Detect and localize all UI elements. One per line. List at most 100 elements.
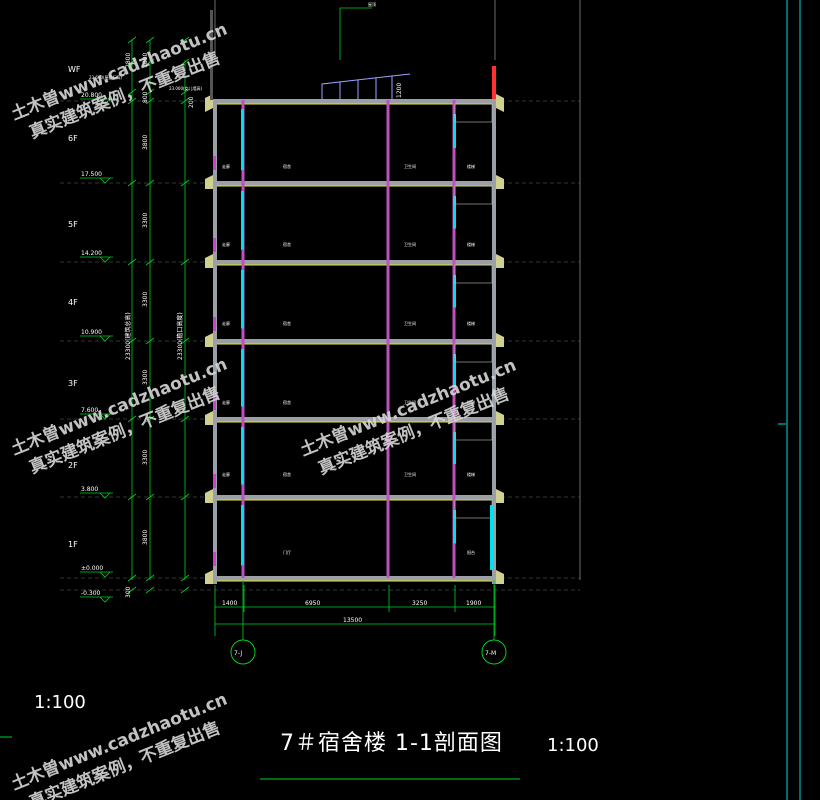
stair-landing	[454, 185, 493, 205]
story-height-4: 3300	[142, 292, 149, 307]
room-label-balcony: 卫生间	[404, 471, 416, 477]
room-label-dorm: 宿舍	[283, 320, 291, 326]
story-height-6: 3800	[142, 135, 149, 150]
floor-label-1f: 1F	[68, 540, 78, 549]
level-value-1f: ±0.000	[81, 565, 103, 572]
dim-tick	[145, 574, 155, 582]
drawing-title: 7＃宿舍楼 1-1剖面图	[280, 731, 503, 756]
window-left	[241, 349, 244, 407]
floor-slab	[213, 181, 496, 186]
dim-tick	[145, 415, 155, 423]
story-height-5: 3300	[142, 213, 149, 228]
floor-slab	[213, 576, 496, 581]
stair-landing	[454, 343, 493, 363]
drawing-scale: 1:100	[547, 735, 599, 756]
room-label-balcony: 卫生间	[404, 399, 416, 405]
parapet-right	[492, 66, 496, 100]
slab-eave-left	[205, 489, 213, 503]
slab-eave-left	[205, 570, 213, 584]
room-label-balcony: 卫生间	[404, 163, 416, 169]
room-label-balcony: 卫生间	[404, 320, 416, 326]
level-mark-triangle	[99, 98, 111, 105]
dim-tick	[145, 36, 155, 44]
floor-label-2f: 2F	[68, 461, 78, 470]
scale-label-left: 1:100	[34, 692, 86, 713]
dim-tick	[127, 337, 137, 345]
slab-eave-left	[205, 411, 213, 425]
story-height-2: 3300	[142, 450, 149, 465]
level-value-parapet: 23.000(女儿墙高)	[169, 85, 203, 91]
room-label-stair: 楼梯	[467, 320, 475, 326]
level-mark-triangle	[99, 596, 111, 603]
roof-dim-3: 800	[142, 91, 149, 103]
level-value-ground: -0.300	[81, 590, 101, 597]
door-left	[213, 156, 216, 170]
dim-tick	[145, 258, 155, 266]
floor-label-5f: 5F	[68, 220, 78, 229]
level-value-wf: 20.800	[81, 92, 102, 99]
parapet-height: 1200	[396, 83, 403, 98]
room-label-stair: 楼梯	[467, 471, 475, 477]
dim-tick	[127, 258, 137, 266]
interior-column	[386, 100, 390, 578]
door-left	[213, 552, 216, 566]
window-left	[241, 427, 244, 485]
dim-tick	[145, 58, 155, 66]
dim-tick	[180, 574, 190, 582]
level-value-4f: 10.900	[81, 329, 102, 336]
door-left	[213, 396, 216, 410]
slab-eave-left	[205, 175, 213, 189]
dim-tick	[127, 88, 137, 96]
floor-label-6f: 6F	[68, 134, 78, 143]
room-labels: 走廊 宿舍 卫生间 楼梯 走廊 宿舍 卫生间 楼梯 走廊 宿舍 卫生间 楼梯 走…	[222, 163, 475, 555]
dim-segment-4: 1900	[466, 600, 481, 607]
window-stair	[453, 114, 456, 148]
ground-height: 300	[125, 586, 132, 598]
room-label-corridor: 走廊	[222, 471, 230, 477]
dim-segment-2: 6950	[305, 600, 320, 607]
axis-label-7m: 7-M	[485, 650, 496, 657]
room-label-corridor: 走廊	[222, 399, 230, 405]
floor-label-3f: 3F	[68, 379, 78, 388]
floor-slab	[213, 417, 496, 422]
door-left	[213, 317, 216, 331]
dim-tick	[127, 415, 137, 423]
room-label-hall: 门厅	[283, 549, 291, 555]
room-label-dorm: 宿舍	[283, 399, 291, 405]
room-label-toilet: 阳台	[467, 549, 475, 555]
total-height-inner: 23300(檐口高度)	[176, 312, 184, 360]
level-mark-triangle	[99, 335, 111, 342]
floor-slab	[213, 260, 496, 265]
door-left	[213, 474, 216, 488]
floor-slab	[213, 99, 496, 104]
level-mark-triangle	[99, 256, 111, 263]
dim-tick	[145, 586, 155, 594]
floor-label-4f: 4F	[68, 298, 78, 307]
window-stair	[453, 196, 456, 229]
dim-tick	[180, 97, 190, 105]
slab-eave-right	[496, 570, 504, 584]
dim-tick	[180, 36, 190, 44]
roof-column-line	[210, 10, 213, 100]
floor-label-wf: WF	[68, 65, 81, 74]
window-left	[241, 109, 244, 171]
stair-landing	[454, 421, 493, 441]
watermark-1: 土木曽www.cadzhaotu.cn 真实建筑案例，不重复出售	[8, 19, 230, 144]
dim-tick	[127, 586, 137, 594]
dim-tick	[127, 97, 137, 105]
axis-bubble-7j	[230, 639, 256, 665]
slab-height: 200	[188, 96, 195, 108]
dim-segment-3: 3250	[412, 600, 427, 607]
level-value-6f: 17.500	[81, 171, 102, 178]
floor-slab	[213, 495, 496, 500]
dim-tick	[145, 337, 155, 345]
dim-tick	[127, 179, 137, 187]
slab-eave-right	[496, 411, 504, 425]
level-mark-triangle	[99, 492, 111, 499]
level-mark-triangle	[99, 177, 111, 184]
slab-eave-left	[205, 254, 213, 268]
building-section	[205, 10, 504, 584]
entrance-window	[490, 505, 493, 570]
dim-tick	[180, 493, 190, 501]
